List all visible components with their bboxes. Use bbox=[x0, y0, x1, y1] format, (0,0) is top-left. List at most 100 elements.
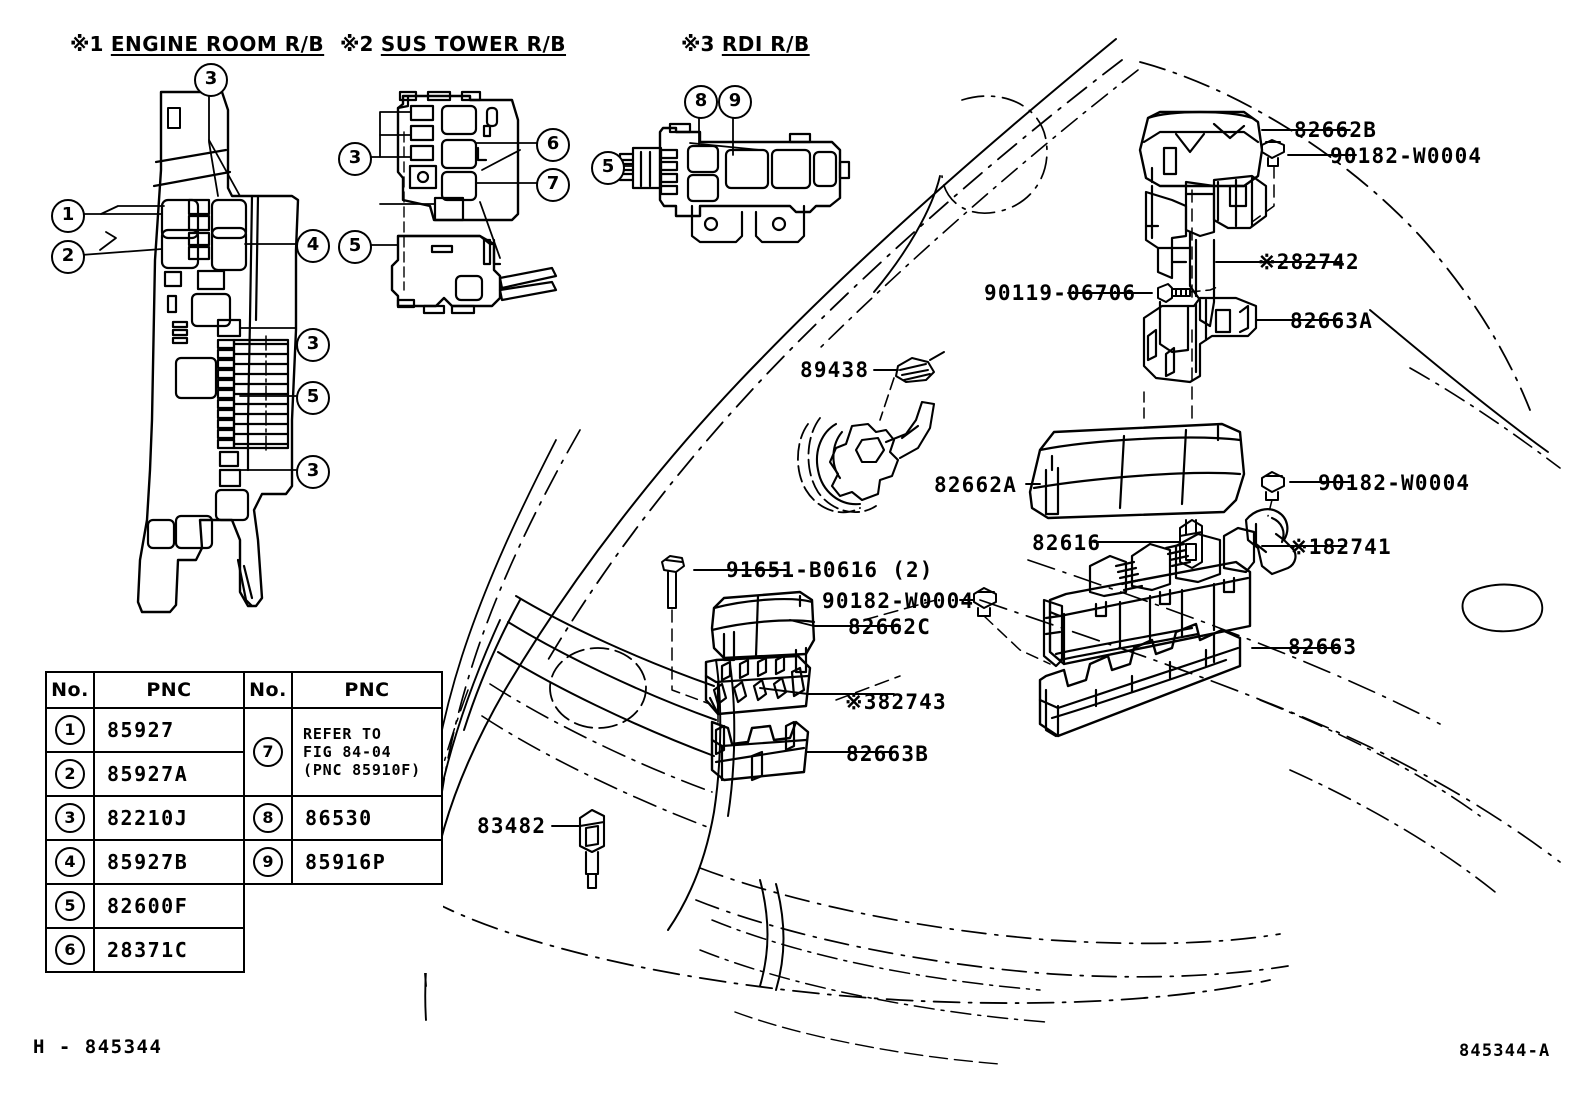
table-row: 2 85927A bbox=[45, 751, 442, 797]
legend-circle-4: 4 bbox=[55, 847, 85, 877]
part-90182-w0004-clip-top bbox=[1261, 139, 1285, 167]
legend-no-2: 2 bbox=[45, 751, 95, 797]
part-label-282742: ※282742 bbox=[1258, 250, 1360, 274]
part-82663a-bracket-drawing bbox=[1142, 296, 1258, 384]
legend-header-no-left: No. bbox=[45, 671, 95, 709]
table-row: 5 82600F bbox=[45, 883, 442, 929]
part-label-90182-bottom: 90182-W0004 bbox=[822, 589, 975, 613]
part-label-182741: ※182741 bbox=[1290, 535, 1392, 559]
callout-rdi-9[interactable]: 9 bbox=[718, 85, 752, 119]
table-row: 4 85927B 9 85916P bbox=[45, 839, 443, 885]
legend-circle-3: 3 bbox=[55, 803, 85, 833]
pnc-legend-table: No. PNC No. PNC 1 85927 7 REFER TO FIG 8… bbox=[45, 671, 443, 973]
figure-id-left: H - 845344 bbox=[33, 1036, 163, 1058]
legend-pnc-2: 85927A bbox=[93, 751, 245, 797]
part-leader-lines bbox=[551, 129, 1357, 827]
section-title-3: RDI R/B bbox=[721, 32, 810, 56]
callout-engine-room-5[interactable]: 5 bbox=[296, 381, 330, 415]
figure-id-right: 845344-A bbox=[1459, 1041, 1551, 1061]
part-89438-sensor-drawing bbox=[895, 351, 945, 383]
legend-pnc-8: 86530 bbox=[291, 795, 443, 841]
part-90119-06706-bolt bbox=[1157, 283, 1191, 303]
table-row: 6 28371C bbox=[45, 927, 442, 973]
part-label-82662a: 82662A bbox=[934, 473, 1018, 497]
part-382743-holder-drawing bbox=[704, 654, 812, 716]
callout-engine-room-4[interactable]: 4 bbox=[296, 229, 330, 263]
section-title-1: ENGINE ROOM R/B bbox=[110, 32, 325, 56]
legend-no-4: 4 bbox=[45, 839, 95, 885]
legend-pnc-7-line1: REFER TO bbox=[303, 724, 382, 743]
section-heading-rdi: ※3 RDI R/B bbox=[681, 32, 810, 56]
callout-engine-room-3-mid[interactable]: 3 bbox=[296, 328, 330, 362]
part-82662b-cover-drawing bbox=[1138, 110, 1264, 188]
part-label-82663a: 82663A bbox=[1290, 309, 1374, 333]
legend-pnc-4: 85927B bbox=[93, 839, 245, 885]
callout-engine-room-3-top[interactable]: 3 bbox=[194, 63, 228, 97]
horn-actuator-drawing bbox=[797, 400, 936, 514]
part-label-90182-top: 90182-W0004 bbox=[1330, 144, 1483, 168]
part-90182-w0004-clip-middle bbox=[1261, 471, 1285, 501]
section-heading-sus-tower: ※2 SUS TOWER R/B bbox=[340, 32, 566, 56]
table-row: 1 85927 7 REFER TO FIG 84-04 (PNC 85910F… bbox=[45, 707, 443, 797]
legend-circle-2: 2 bbox=[55, 759, 85, 789]
section-mark-3: ※3 bbox=[681, 32, 715, 56]
part-label-82662b: 82662B bbox=[1294, 118, 1378, 142]
legend-circle-5: 5 bbox=[55, 891, 85, 921]
callout-sus-tower-3[interactable]: 3 bbox=[338, 142, 372, 176]
part-label-82662c: 82662C bbox=[848, 615, 932, 639]
legend-pnc-9: 85916P bbox=[291, 839, 443, 885]
part-label-91651-b0616: 91651-B0616 (2) bbox=[726, 558, 934, 582]
legend-blank-d bbox=[292, 928, 442, 972]
part-282742-bracket-drawing bbox=[1144, 174, 1268, 328]
callout-sus-tower-6[interactable]: 6 bbox=[536, 128, 570, 162]
legend-header-row: No. PNC No. PNC bbox=[45, 671, 443, 709]
part-182741-junction-block-drawing bbox=[1042, 526, 1256, 668]
legend-circle-7: 7 bbox=[253, 737, 283, 767]
callout-engine-room-1[interactable]: 1 bbox=[51, 199, 85, 233]
part-82662a-cover-drawing bbox=[1028, 422, 1246, 520]
part-label-83482: 83482 bbox=[477, 814, 547, 838]
legend-circle-6: 6 bbox=[55, 935, 85, 965]
callout-rdi-8[interactable]: 8 bbox=[684, 85, 718, 119]
callout-rdi-5[interactable]: 5 bbox=[591, 151, 625, 185]
part-82616-fuse-drawing bbox=[1179, 519, 1203, 569]
legend-pnc-6: 28371C bbox=[93, 927, 245, 973]
legend-pnc-3: 82210J bbox=[93, 795, 245, 841]
legend-pnc-5: 82600F bbox=[93, 883, 245, 929]
legend-no-3: 3 bbox=[45, 795, 95, 841]
legend-no-6: 6 bbox=[45, 927, 95, 973]
legend-blank-a bbox=[244, 884, 292, 928]
section-heading-engine-room: ※1 ENGINE ROOM R/B bbox=[70, 32, 324, 56]
callout-sus-tower-7[interactable]: 7 bbox=[536, 168, 570, 202]
legend-blank-c bbox=[244, 928, 292, 972]
legend-no-7: 7 bbox=[243, 707, 293, 797]
part-label-89438: 89438 bbox=[800, 358, 870, 382]
callout-engine-room-3-bot[interactable]: 3 bbox=[296, 455, 330, 489]
legend-header-pnc-right: PNC bbox=[291, 671, 443, 709]
callout-sus-tower-5[interactable]: 5 bbox=[338, 230, 372, 264]
part-label-82616: 82616 bbox=[1032, 531, 1102, 555]
legend-no-9: 9 bbox=[243, 839, 293, 885]
legend-pnc-7-line2: FIG 84-04 bbox=[303, 742, 392, 761]
section-mark-1: ※1 bbox=[70, 32, 104, 56]
callout-engine-room-2[interactable]: 2 bbox=[51, 240, 85, 274]
part-label-82663: 82663 bbox=[1288, 635, 1358, 659]
part-label-90182-mid: 90182-W0004 bbox=[1318, 471, 1471, 495]
legend-pnc-7: REFER TO FIG 84-04 (PNC 85910F) bbox=[291, 707, 443, 797]
section-mark-2: ※2 bbox=[340, 32, 374, 56]
rdi-relay-block-drawing bbox=[618, 113, 851, 244]
part-label-382743: ※382743 bbox=[845, 690, 947, 714]
legend-circle-9: 9 bbox=[253, 847, 283, 877]
section-title-2: SUS TOWER R/B bbox=[380, 32, 567, 56]
table-row: 3 82210J 8 86530 bbox=[45, 795, 443, 841]
car-body-outline bbox=[417, 38, 1561, 1065]
legend-circle-8: 8 bbox=[253, 803, 283, 833]
legend-circle-1: 1 bbox=[55, 715, 85, 745]
legend-header-pnc-left: PNC bbox=[93, 671, 245, 709]
legend-pnc-7-line3: (PNC 85910F) bbox=[303, 761, 421, 780]
part-label-82663b: 82663B bbox=[846, 742, 930, 766]
legend-no-1: 1 bbox=[45, 707, 95, 753]
legend-no-5: 5 bbox=[45, 883, 95, 929]
